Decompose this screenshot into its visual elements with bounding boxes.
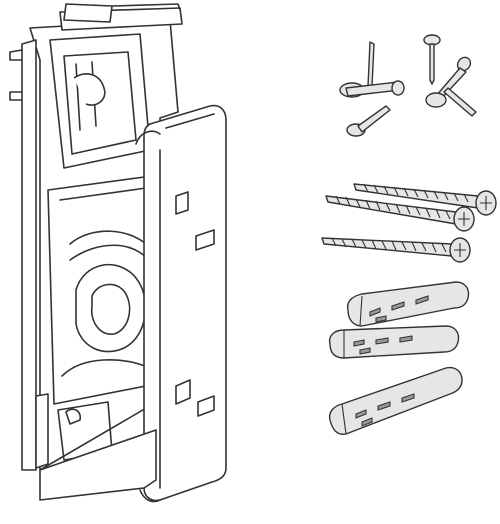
nail bbox=[423, 34, 441, 85]
wood-screws bbox=[321, 183, 497, 263]
nail bbox=[425, 56, 477, 117]
nail bbox=[346, 105, 391, 137]
mounting-bracket bbox=[9, 3, 227, 503]
wall-plug bbox=[346, 281, 470, 327]
wall-plugs bbox=[328, 281, 470, 435]
nails bbox=[339, 34, 477, 137]
wood-screw bbox=[321, 237, 471, 263]
wall-plug bbox=[328, 325, 460, 359]
wall-plug bbox=[328, 366, 463, 435]
wood-screw bbox=[353, 183, 497, 216]
nail bbox=[339, 41, 405, 98]
wood-screw bbox=[325, 195, 475, 232]
